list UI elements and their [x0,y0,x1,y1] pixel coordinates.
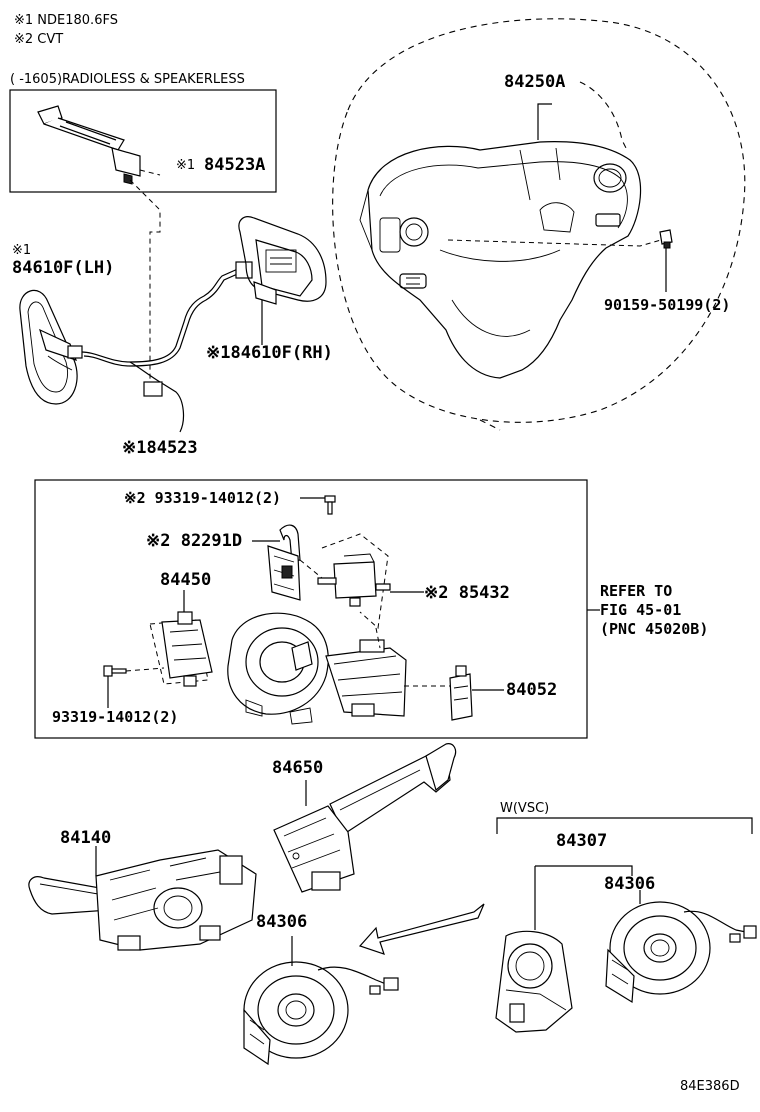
bolt-93319-bottom [103,665,127,677]
label-84052: 84052 [506,680,558,700]
switch-84450 [149,611,213,687]
wire-clip-82291D [267,524,301,601]
label-84610F-lh: 84610F(LH) [12,258,115,278]
connector-84052 [449,665,473,721]
note-radioless: ( -1605)RADIOLESS & SPEAKERLESS [10,72,245,87]
switch-assembly-box [34,479,588,739]
diagram-id: 84E386D [680,1079,740,1094]
mark-84523A: ※1 [176,158,196,173]
lever-switch-84140 [28,849,257,951]
wire-harness-84523 [81,261,253,433]
label-84306-right: 84306 [604,874,656,894]
label-84306-center: 84306 [256,912,308,932]
steering-sensor-84307 [495,930,573,1033]
label-93319-top: ※2 93319-14012(2) [124,489,282,507]
note-cvt: ※2 CVT [14,32,64,47]
switch-connector-84523A [37,105,141,185]
label-85432: ※2 85432 [424,583,510,603]
direction-arrow [358,903,485,955]
refer-line3: (PNC 45020B) [600,620,709,638]
label-84307: 84307 [556,831,608,851]
refer-line2: FIG 45-01 [600,601,682,619]
label-90159: 90159-50199(2) [604,296,731,314]
lever-switch-84650 [273,743,457,893]
paddle-switch-rh [238,216,327,345]
paddle-switch-lh [19,289,83,405]
spiral-cable-84306-right [605,901,757,1004]
label-84523A: 84523A [204,155,266,175]
label-84450: 84450 [160,570,212,590]
label-93319-bottom: 93319-14012(2) [52,708,179,726]
refer-line1: REFER TO [600,582,673,600]
label-84140: 84140 [60,828,112,848]
label-82291D: ※2 82291D [146,531,243,551]
label-84610F-rh: ※184610F(RH) [206,343,333,363]
bolt-90159 [659,229,673,249]
spiral-cable-84306-center [243,961,399,1066]
note-nde180: ※1 NDE180.6FS [14,13,118,28]
switch-85432 [317,533,391,629]
label-84523: ※184523 [122,438,198,458]
vsc-bracket [496,817,753,834]
combination-switch-body [227,612,407,725]
label-84250A: 84250A [504,72,566,92]
steering-wheel [332,18,746,431]
bolt-93319-top [324,495,336,515]
mark-84610F-lh: ※1 [12,243,32,258]
label-wvsc: W(VSC) [500,801,550,816]
label-84650: 84650 [272,758,324,778]
radioless-box [9,89,277,193]
